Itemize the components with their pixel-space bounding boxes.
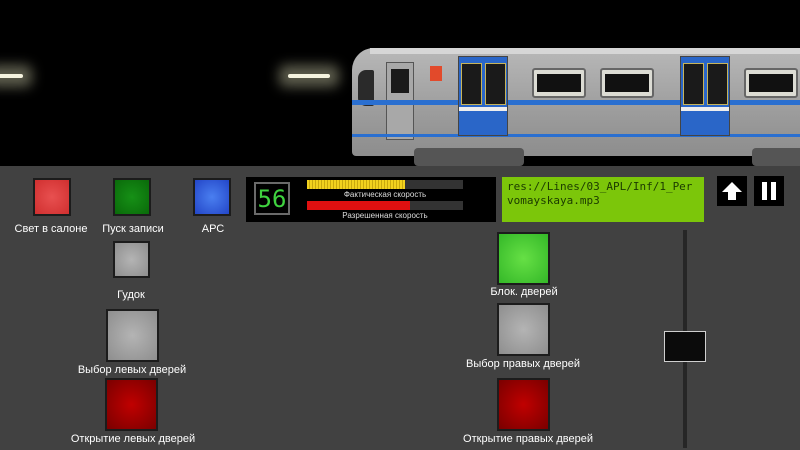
start-recording-button[interactable] (113, 178, 151, 216)
pause-icon (762, 182, 776, 200)
actual-speed-bar (307, 180, 463, 189)
right-doors-open-button[interactable] (497, 378, 550, 431)
start-recording-label: Пуск записи (102, 223, 164, 235)
arrow-up-icon (722, 182, 742, 200)
tunnel-lamp (288, 74, 330, 78)
left-doors-select-label: Выбор левых дверей (77, 364, 187, 376)
audio-file-path: res://Lines/03_APL/Inf/1_Pervomayskaya.m… (502, 177, 704, 222)
horn-button[interactable] (113, 241, 150, 278)
left-doors-open-button[interactable] (105, 378, 158, 431)
right-doors-select-button[interactable] (497, 303, 550, 356)
allowed-speed-bar (307, 201, 463, 210)
cab-window (358, 70, 374, 106)
right-doors-open-label: Открытие правых дверей (463, 433, 593, 445)
train-window (600, 68, 654, 98)
cabin-light-button[interactable] (33, 178, 71, 216)
tunnel-lamp (0, 74, 23, 78)
controller-slider-handle[interactable] (664, 331, 706, 362)
ars-label: АРС (201, 223, 225, 235)
train-bogie (414, 148, 524, 166)
train-door (680, 56, 730, 136)
speed-panel: 56 Фактическая скорость Разрешенная скор… (246, 177, 496, 222)
moscow-emblem (430, 66, 442, 81)
train-car-body (352, 48, 800, 156)
train-door (458, 56, 508, 136)
speed-readout: 56 (254, 182, 290, 215)
horn-label: Гудок (117, 289, 145, 301)
train-window (532, 68, 586, 98)
left-doors-open-label: Открытие левых дверей (70, 433, 196, 445)
arrow-up-button[interactable] (717, 176, 747, 206)
train-window (744, 68, 798, 98)
allowed-speed-label: Разрешенная скорость (342, 211, 428, 220)
metro-train (352, 48, 800, 166)
cabin-light-label: Свет в салоне (14, 223, 88, 235)
right-doors-select-label: Выбор правых дверей (466, 358, 580, 370)
train-bogie (752, 148, 800, 166)
left-doors-select-button[interactable] (106, 309, 159, 362)
door-lock-button[interactable] (497, 232, 550, 285)
actual-speed-label: Фактическая скорость (343, 190, 427, 199)
tunnel-view (0, 0, 800, 166)
ars-button[interactable] (193, 178, 231, 216)
door-lock-label: Блок. дверей (490, 286, 558, 298)
pause-button[interactable] (754, 176, 784, 206)
